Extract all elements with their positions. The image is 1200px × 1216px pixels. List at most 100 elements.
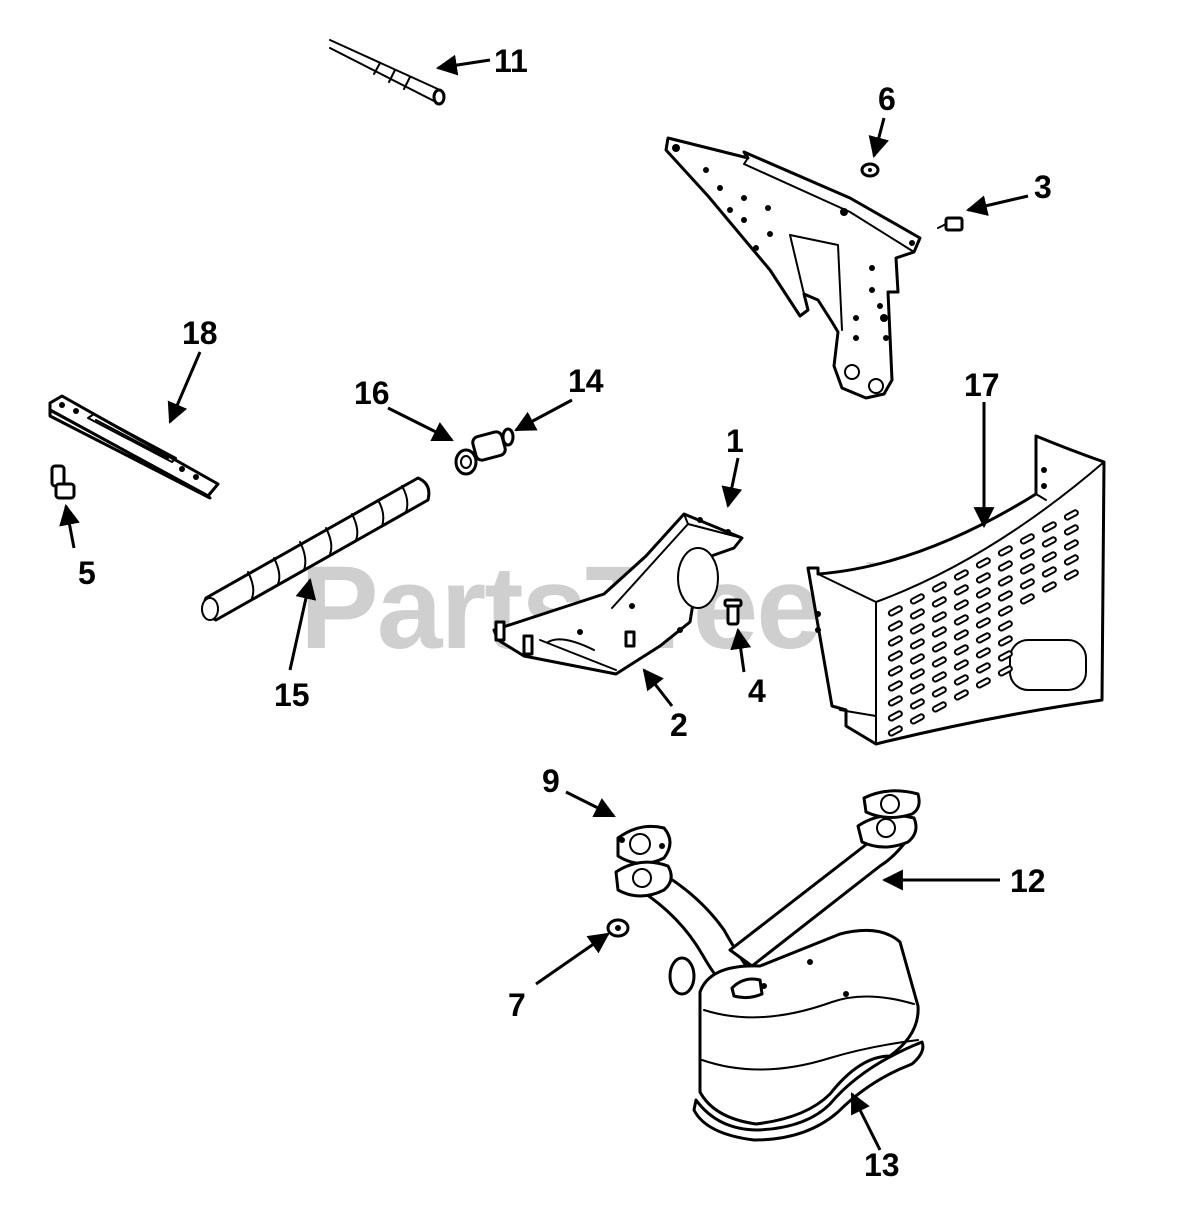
vent-slot bbox=[1041, 536, 1057, 548]
vent-slot bbox=[909, 668, 925, 680]
vent-slot bbox=[997, 575, 1013, 587]
vent-slot bbox=[997, 590, 1013, 602]
shield-vent-slots bbox=[887, 509, 1079, 737]
vent-slot bbox=[953, 569, 969, 581]
vent-slot bbox=[909, 638, 925, 650]
callout-labels: 11 6 3 18 16 14 1 17 5 15 2 4 9 12 7 13 bbox=[78, 43, 1052, 1183]
vent-slot bbox=[931, 656, 947, 668]
part-12-exhaust-pipe[interactable] bbox=[614, 789, 921, 994]
part-16-nut[interactable] bbox=[454, 448, 478, 476]
vent-slot bbox=[931, 641, 947, 653]
part-15-hose[interactable] bbox=[201, 476, 431, 622]
vent-slot bbox=[997, 665, 1013, 677]
vent-slot bbox=[997, 650, 1013, 662]
callout-18: 18 bbox=[182, 315, 218, 351]
part-13-muffler[interactable] bbox=[668, 928, 925, 1142]
vent-slot bbox=[1041, 521, 1057, 533]
callout-7: 7 bbox=[508, 987, 526, 1023]
callout-9: 9 bbox=[542, 763, 560, 799]
vent-slot bbox=[953, 659, 969, 671]
vent-slot bbox=[975, 647, 991, 659]
callout-2: 2 bbox=[670, 707, 688, 743]
callout-13: 13 bbox=[864, 1147, 900, 1183]
vent-slot bbox=[997, 635, 1013, 647]
vent-slot bbox=[1063, 539, 1079, 551]
vent-slot bbox=[953, 644, 969, 656]
vent-slot bbox=[909, 698, 925, 710]
vent-slot bbox=[953, 674, 969, 686]
vent-slot bbox=[953, 584, 969, 596]
vent-slot bbox=[975, 677, 991, 689]
vent-slot bbox=[1019, 563, 1035, 575]
vent-slot bbox=[1019, 593, 1035, 605]
vent-slot bbox=[1041, 581, 1057, 593]
vent-slot bbox=[1063, 569, 1079, 581]
part-14-fitting[interactable] bbox=[471, 427, 515, 462]
vent-slot bbox=[997, 620, 1013, 632]
vent-slot bbox=[975, 587, 991, 599]
part-4-bolt[interactable] bbox=[723, 598, 743, 626]
vent-slot bbox=[975, 662, 991, 674]
vent-slot bbox=[931, 701, 947, 713]
vent-slot bbox=[975, 617, 991, 629]
vent-slot bbox=[997, 605, 1013, 617]
part-5-bolt[interactable] bbox=[50, 464, 76, 500]
vent-slot bbox=[997, 560, 1013, 572]
vent-slot bbox=[909, 593, 925, 605]
vent-slot bbox=[909, 653, 925, 665]
callout-1: 1 bbox=[726, 423, 744, 459]
part-3-bolt[interactable] bbox=[937, 216, 964, 232]
part-18-bar[interactable] bbox=[48, 394, 220, 500]
vent-slot bbox=[975, 572, 991, 584]
vent-slot bbox=[1063, 524, 1079, 536]
vent-slot bbox=[1041, 551, 1057, 563]
vent-slot bbox=[1019, 578, 1035, 590]
callout-15: 15 bbox=[274, 677, 310, 713]
callout-12: 12 bbox=[1010, 863, 1046, 899]
vent-slot bbox=[931, 671, 947, 683]
vent-slot bbox=[931, 581, 947, 593]
vent-slot bbox=[975, 602, 991, 614]
callout-17: 17 bbox=[964, 367, 1000, 403]
vent-slot bbox=[1019, 533, 1035, 545]
vent-slot bbox=[931, 686, 947, 698]
vent-slot bbox=[953, 599, 969, 611]
part-bracket-upper[interactable] bbox=[664, 136, 922, 400]
part-11-tube[interactable] bbox=[329, 39, 446, 106]
vent-slot bbox=[997, 545, 1013, 557]
vent-slot bbox=[931, 596, 947, 608]
callout-6: 6 bbox=[878, 81, 896, 117]
vent-slot bbox=[909, 608, 925, 620]
part-6-nut[interactable] bbox=[860, 162, 880, 178]
vent-slot bbox=[1063, 509, 1079, 521]
vent-slot bbox=[887, 695, 903, 707]
vent-slot bbox=[975, 632, 991, 644]
vent-slot bbox=[931, 626, 947, 638]
part-9-gasket[interactable] bbox=[616, 824, 672, 865]
callout-3: 3 bbox=[1034, 169, 1052, 205]
vent-slot bbox=[909, 623, 925, 635]
callout-14: 14 bbox=[568, 363, 604, 399]
leader-arrows bbox=[59, 54, 1029, 1151]
callout-5: 5 bbox=[78, 555, 96, 591]
vent-slot bbox=[887, 635, 903, 647]
vent-slot bbox=[909, 713, 925, 725]
vent-slot bbox=[887, 665, 903, 677]
vent-slot bbox=[1041, 566, 1057, 578]
vent-slot bbox=[887, 620, 903, 632]
vent-slot bbox=[975, 557, 991, 569]
callout-11: 11 bbox=[494, 43, 528, 79]
vent-slot bbox=[887, 680, 903, 692]
vent-slot bbox=[1063, 554, 1079, 566]
part-1-bracket[interactable] bbox=[492, 512, 744, 676]
vent-slot bbox=[887, 605, 903, 617]
callout-4: 4 bbox=[748, 673, 766, 709]
vent-slot bbox=[887, 725, 903, 737]
vent-slot bbox=[887, 650, 903, 662]
vent-slot bbox=[909, 683, 925, 695]
vent-slot bbox=[1019, 548, 1035, 560]
part-7-nut[interactable] bbox=[606, 918, 630, 938]
vent-slot bbox=[953, 614, 969, 626]
callout-16: 16 bbox=[354, 375, 390, 411]
